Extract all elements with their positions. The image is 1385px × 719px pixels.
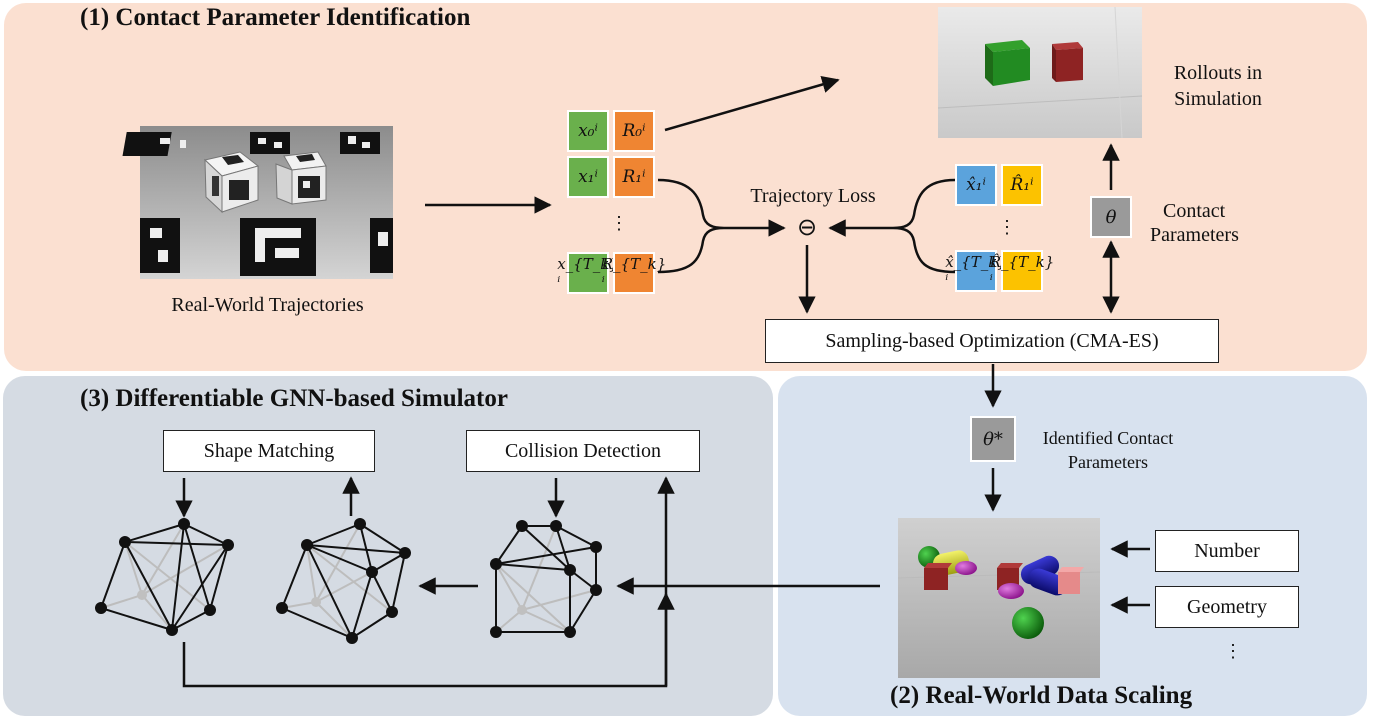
real-rotation-cell-0: R₀ⁱ [613, 110, 655, 152]
shape-matching-box: Shape Matching [163, 430, 375, 472]
real-position-cell-0: x₀ⁱ [567, 110, 609, 152]
real-position-cell-1: x₁ⁱ [567, 156, 609, 198]
panel3-title: (3) Differentiable GNN-based Simulator [80, 385, 508, 412]
identified-contact-line1: Identified Contact [1042, 428, 1174, 448]
identified-theta-star: θ* [970, 416, 1016, 462]
real-rotation-cell-1: R₁ⁱ [613, 156, 655, 198]
real-rotation-cell-tk: R_{T_k}ⁱ [602, 252, 666, 294]
real-world-trajectories-caption: Real-World Trajectories [171, 294, 364, 316]
number-box: Number [1155, 530, 1299, 572]
sim-rotation-cell-1: R̂₁ⁱ [1001, 164, 1043, 206]
identified-contact-line2: Parameters [1068, 452, 1148, 472]
real-states-ellipsis: ⋮ [610, 213, 628, 233]
contact-parameter-theta: θ [1090, 196, 1132, 238]
real-position-cell-tk: x_{T_k}ⁱ [557, 252, 619, 294]
cma-es-optimizer-box: Sampling-based Optimization (CMA-ES) [765, 319, 1219, 363]
loss-minus-symbol: ⊖ [797, 213, 818, 241]
sim-position-cell-tk: x̂_{T_k}ⁱ [945, 250, 1007, 292]
panel2-title: (2) Real-World Data Scaling [890, 682, 1193, 709]
contact-parameters-line1: Contact [1163, 200, 1226, 222]
geometry-box: Geometry [1155, 586, 1299, 628]
contact-parameters-line2: Parameters [1150, 224, 1239, 246]
sim-states-ellipsis: ⋮ [998, 217, 1016, 237]
collision-detection-box: Collision Detection [466, 430, 700, 472]
rollouts-label-line1: Rollouts in [1173, 62, 1263, 84]
panel1-title: (1) Contact Parameter Identification [80, 4, 471, 31]
sim-position-cell-1: x̂₁ⁱ [955, 164, 997, 206]
sim-rotation-cell-tk: R̂_{T_k}ⁱ [990, 250, 1054, 292]
particle-graph-mesh-3 [490, 520, 602, 638]
particle-graph-mesh-1 [95, 518, 234, 636]
particle-graph-mesh-2 [276, 518, 411, 644]
rollouts-label-line2: Simulation [1174, 88, 1262, 110]
scaling-options-ellipsis: ⋮ [1224, 641, 1242, 661]
trajectory-loss-label: Trajectory Loss [750, 185, 876, 207]
